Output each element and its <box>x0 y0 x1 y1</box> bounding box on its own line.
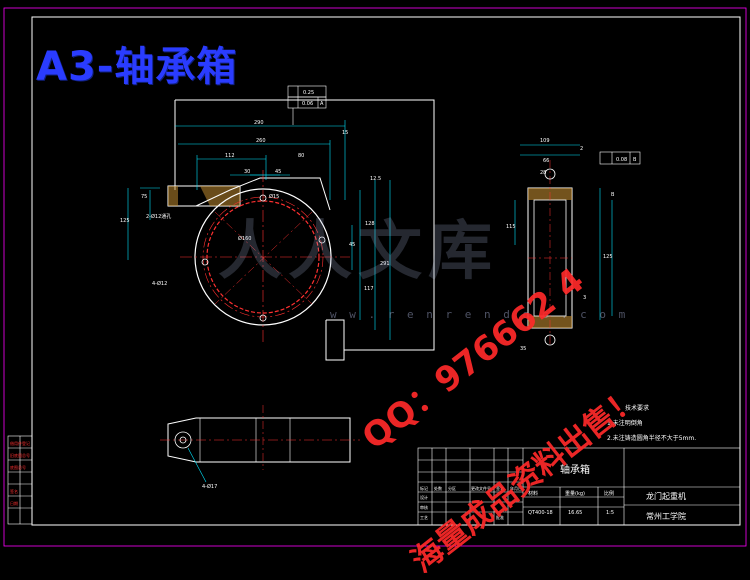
tb-col-4: 更改文件号 <box>471 485 491 491</box>
tb-weight-label: 重量(kg) <box>565 490 585 497</box>
dim-bore: Ø160 <box>238 235 251 242</box>
sheet-inner-border <box>31 16 741 526</box>
tb-material-label: 材料 <box>528 490 538 497</box>
side-tolerance-frame <box>599 151 641 165</box>
side-dim-2: 2 <box>580 146 583 152</box>
tol-1: 0.25 <box>303 90 314 96</box>
dim-30: 30 <box>244 169 250 175</box>
tb-role-2: 审核 <box>420 504 428 510</box>
dim-80: 80 <box>298 153 304 159</box>
side-dim-109: 109 <box>540 138 550 144</box>
side-dim-3: 3 <box>583 295 586 301</box>
side-label-3: 底图总号 <box>10 464 26 470</box>
tb-col-2: 处数 <box>434 485 442 491</box>
tb-col-3: 分区 <box>448 485 456 491</box>
dim-2x12: 2-Ø12通孔 <box>146 213 171 220</box>
dim-overall: 290 <box>254 120 264 126</box>
tb-drawing-no: QT400-18 <box>528 510 553 516</box>
tb-weight: 16.65 <box>568 510 582 516</box>
tb-col-6: 年月日 <box>510 485 522 491</box>
tech-notes: 技术要求 1.未注明倒角 2.未注铸造圆角半径不大于5mm. <box>607 404 696 442</box>
plan-view: 4-Ø17 <box>160 405 360 490</box>
dim-117: 117 <box>364 286 374 292</box>
dim-112: 112 <box>225 153 235 159</box>
dim-291: 291 <box>380 261 390 267</box>
dim-15: 15 <box>342 130 348 136</box>
tb-col-5: 签名 <box>496 485 504 491</box>
dim-4x12: 4-Ø12 <box>152 280 167 287</box>
tech-notes-heading: 技术要求 <box>625 404 649 412</box>
side-tol: 0.08 <box>616 157 627 163</box>
watermark-logo: 人人文库 <box>218 215 498 289</box>
tb-role-1: 设计 <box>420 494 428 500</box>
watermark-url: w w . r e n r e n d o c . c o m <box>330 308 629 321</box>
tb-scale: 1:5 <box>606 510 614 516</box>
dim-phi15: Ø15 <box>269 193 279 200</box>
cad-drawing: 借用件登记 旧底图总号 底图总号 签名 日期 <box>3 7 747 547</box>
side-dim-125: 125 <box>603 254 613 260</box>
dim-125: 125 <box>120 218 130 224</box>
tb-role-4: 批准 <box>496 514 504 520</box>
front-view: 290 260 112 80 45 30 15 Ø15 Ø160 2-Ø12通孔… <box>120 85 435 361</box>
tb-part-name: 轴承箱 <box>560 463 590 476</box>
side-strip-labels: 借用件登记 旧底图总号 底图总号 签名 日期 <box>10 440 30 506</box>
side-label-4: 签名 <box>10 488 18 494</box>
side-view: 0.08 B 109 66 2 115 28 35 3 125 B <box>506 138 641 352</box>
dim-75: 75 <box>141 194 147 200</box>
tb-project: 龙门起重机 <box>646 491 686 501</box>
tech-note-2: 2.未注铸造圆角半径不大于5mm. <box>607 434 696 442</box>
dim-260: 260 <box>256 138 266 144</box>
side-label-2: 旧底图总号 <box>10 452 30 458</box>
title-block <box>417 447 741 526</box>
tolerance-frame <box>287 85 327 125</box>
title-block-text: 轴承箱 龙门起重机 常州工学院 材料 重量(kg) 比例 QT400-18 16… <box>420 463 686 521</box>
side-datum-label: B <box>611 192 615 198</box>
side-dim-28: 28 <box>540 170 546 176</box>
side-strip <box>7 435 33 525</box>
side-datum-b: B <box>633 157 637 163</box>
side-dim-66: 66 <box>543 158 549 164</box>
sheet-outer-border <box>3 7 747 547</box>
dim-125b: 12.5 <box>370 176 381 182</box>
tech-note-1: 1.未注明倒角 <box>607 419 643 427</box>
tol-2: 0.06 <box>302 101 313 107</box>
side-label-5: 日期 <box>10 500 18 506</box>
dim-45v: 45 <box>349 242 355 248</box>
tb-school: 常州工学院 <box>646 511 686 521</box>
tb-scale-label: 比例 <box>604 490 614 497</box>
tb-role-3: 工艺 <box>420 515 428 520</box>
dim-45: 45 <box>275 169 281 175</box>
drawing-title: A3-轴承箱 <box>36 44 238 90</box>
side-label-1: 借用件登记 <box>10 440 30 446</box>
tol-datum-a: A <box>320 101 324 107</box>
side-dim-35: 35 <box>520 346 526 352</box>
side-dim-115: 115 <box>506 224 516 230</box>
front-outline <box>175 99 435 351</box>
tb-col-1: 标记 <box>420 485 428 491</box>
dim-128: 128 <box>365 221 375 227</box>
plan-dim-4x17: 4-Ø17 <box>202 483 217 490</box>
